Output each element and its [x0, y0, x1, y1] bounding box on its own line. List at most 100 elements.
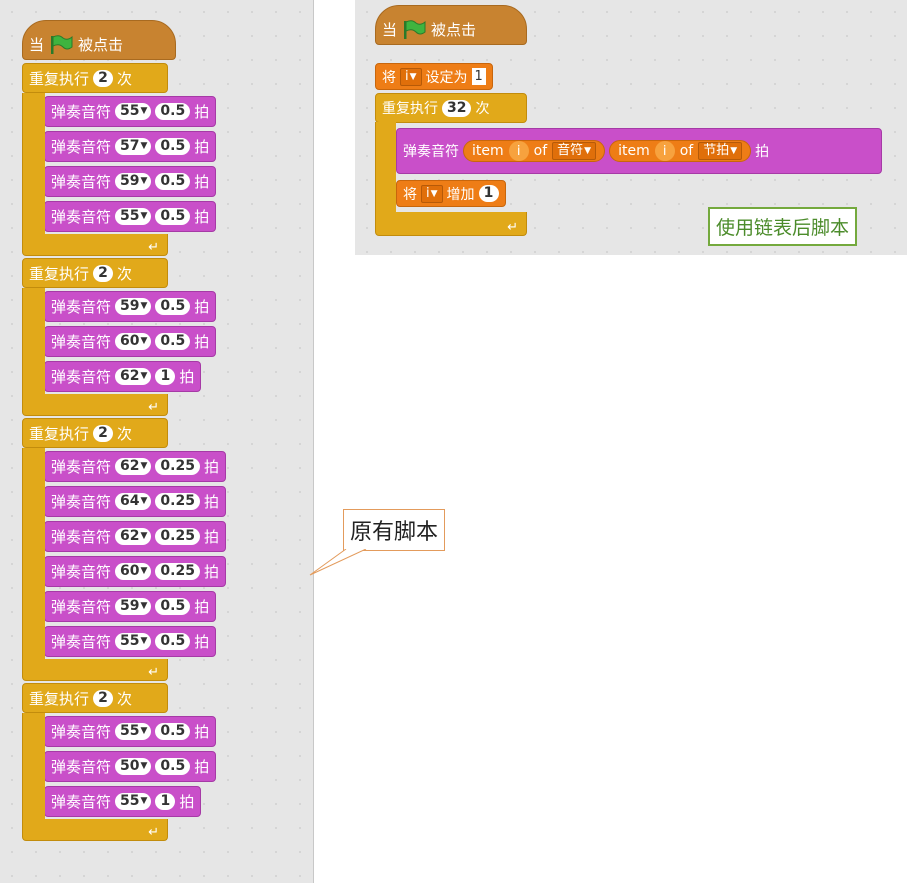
- play-note-label: 弹奏音符: [51, 563, 112, 581]
- dropdown-triangle-icon: ▼: [140, 726, 148, 736]
- note-dropdown[interactable]: 62▼: [115, 458, 152, 475]
- play-note-label: 弹奏音符: [51, 633, 112, 651]
- repeat-foot: ↵: [22, 234, 168, 256]
- repeat-count[interactable]: 32: [442, 99, 472, 117]
- dropdown-triangle-icon: ▼: [409, 71, 417, 82]
- beat-value[interactable]: 0.5: [155, 208, 191, 225]
- note-dropdown[interactable]: 55▼: [115, 723, 152, 740]
- set-value[interactable]: 1: [471, 68, 486, 85]
- note-dropdown[interactable]: 62▼: [115, 528, 152, 545]
- note-value: 57: [120, 138, 140, 154]
- list-name: 节拍: [703, 143, 730, 158]
- beat-value[interactable]: 0.5: [155, 298, 191, 315]
- repeat-count[interactable]: 2: [93, 689, 114, 707]
- item-note-reporter[interactable]: item i of 音符▼: [463, 140, 606, 162]
- list-dropdown-notes[interactable]: 音符▼: [552, 142, 597, 160]
- when-flag-clicked-hat[interactable]: 当 被点击: [22, 20, 176, 60]
- play-note-label: 弹奏音符: [51, 298, 112, 316]
- beat-value[interactable]: 0.5: [155, 103, 191, 120]
- beat-value[interactable]: 1: [155, 793, 176, 810]
- note-dropdown[interactable]: 55▼: [115, 103, 152, 120]
- note-dropdown[interactable]: 62▼: [115, 368, 152, 385]
- note-dropdown[interactable]: 59▼: [115, 598, 152, 615]
- beat-value[interactable]: 0.25: [155, 528, 200, 545]
- play-note-list-block[interactable]: 弹奏音符 item i of 音符▼ item i of 节拍▼ 拍: [396, 128, 882, 174]
- beat-value[interactable]: 1: [155, 368, 176, 385]
- beat-value[interactable]: 0.5: [155, 758, 191, 775]
- note-dropdown[interactable]: 57▼: [115, 138, 152, 155]
- dropdown-triangle-icon: ▼: [140, 796, 148, 806]
- dropdown-triangle-icon: ▼: [140, 636, 148, 646]
- beat-value[interactable]: 0.5: [155, 138, 191, 155]
- repeat-count[interactable]: 2: [93, 424, 114, 442]
- var-dropdown[interactable]: i▼: [400, 67, 422, 86]
- set-prefix: 将: [382, 69, 396, 86]
- beat-label: 拍: [179, 368, 195, 386]
- dropdown-triangle-icon: ▼: [140, 211, 148, 221]
- note-value: 50: [120, 758, 140, 774]
- note-dropdown[interactable]: 55▼: [115, 793, 152, 810]
- note-value: 55: [120, 208, 140, 224]
- play-note-label: 弹奏音符: [51, 368, 112, 386]
- note-dropdown[interactable]: 55▼: [115, 208, 152, 225]
- repeat-count[interactable]: 2: [93, 69, 114, 87]
- when-flag-clicked-hat-2[interactable]: 当 被点击: [375, 5, 527, 45]
- item-beat-reporter[interactable]: item i of 节拍▼: [609, 140, 752, 162]
- var-name: i: [405, 68, 409, 84]
- note-dropdown[interactable]: 60▼: [115, 563, 152, 580]
- play-note-label: 弹奏音符: [51, 333, 112, 351]
- of-label: of: [533, 143, 548, 159]
- repeat-32-block[interactable]: 重复执行 32 次: [375, 93, 527, 123]
- note-dropdown[interactable]: 59▼: [115, 298, 152, 315]
- beat-value[interactable]: 0.5: [155, 633, 191, 650]
- var-reporter[interactable]: i: [654, 141, 675, 161]
- beat-label: 拍: [194, 758, 210, 776]
- note-dropdown[interactable]: 59▼: [115, 173, 152, 190]
- beat-value[interactable]: 0.25: [155, 563, 200, 580]
- beat-value[interactable]: 0.5: [155, 723, 191, 740]
- beat-value[interactable]: 0.25: [155, 458, 200, 475]
- play-note-label: 弹奏音符: [51, 208, 112, 226]
- change-label: 增加: [446, 186, 475, 203]
- change-value[interactable]: 1: [478, 185, 499, 202]
- note-dropdown[interactable]: 60▼: [115, 333, 152, 350]
- beat-value[interactable]: 0.5: [155, 333, 191, 350]
- beat-value[interactable]: 0.25: [155, 493, 200, 510]
- note-dropdown[interactable]: 50▼: [115, 758, 152, 775]
- list-dropdown-beats[interactable]: 节拍▼: [698, 142, 743, 160]
- set-var-block[interactable]: 将 i▼ 设定为 1: [375, 63, 493, 90]
- change-var-block[interactable]: 将 i▼ 增加 1: [396, 180, 506, 207]
- beat-label: 拍: [203, 493, 219, 511]
- repeat-count[interactable]: 2: [93, 264, 114, 282]
- beat-value[interactable]: 0.5: [155, 173, 191, 190]
- beat-label: 拍: [203, 458, 219, 476]
- var-dropdown[interactable]: i▼: [421, 184, 443, 203]
- note-value: 62: [120, 528, 140, 544]
- repeat-foot: ↵: [22, 394, 168, 416]
- beat-value[interactable]: 0.5: [155, 598, 191, 615]
- dropdown-triangle-icon: ▼: [140, 761, 148, 771]
- var-reporter[interactable]: i: [508, 141, 529, 161]
- note-dropdown[interactable]: 55▼: [115, 633, 152, 650]
- note-dropdown[interactable]: 64▼: [115, 493, 152, 510]
